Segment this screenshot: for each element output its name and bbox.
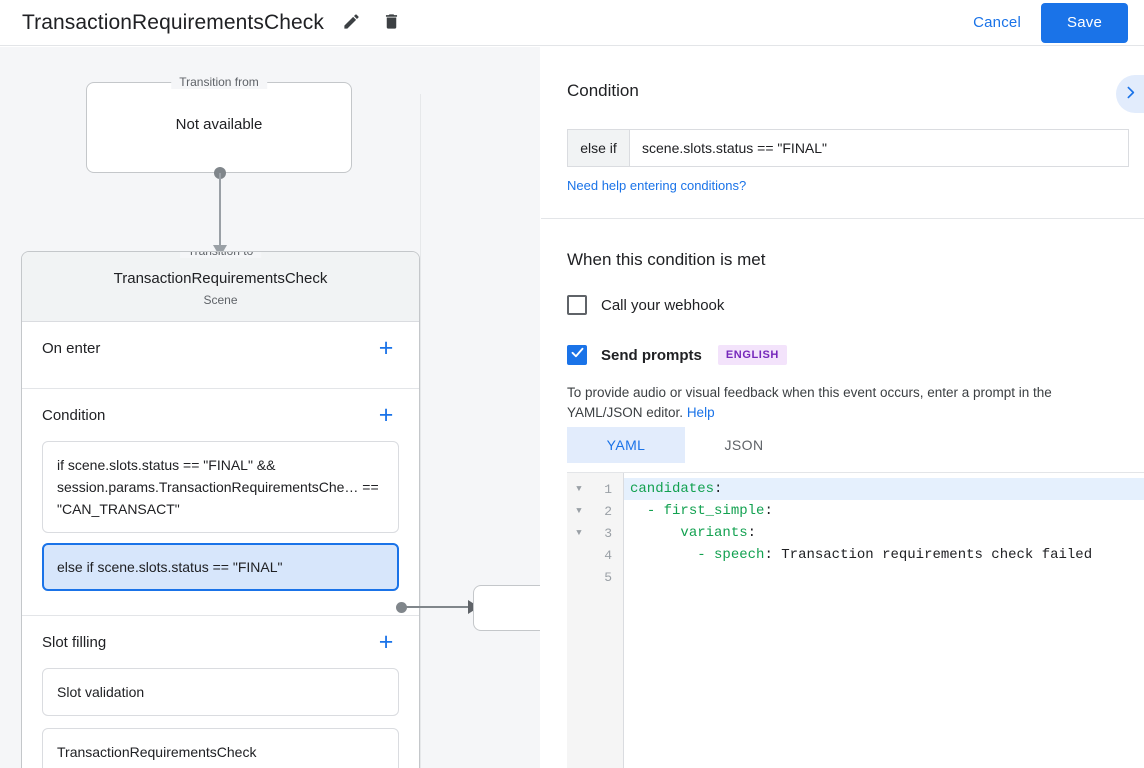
transition-from-node[interactable]: Transition from Not available [86, 75, 352, 173]
panel-divider [541, 218, 1144, 219]
graph-gridline [420, 94, 421, 768]
send-prompts-row[interactable]: Send prompts ENGLISH [567, 345, 787, 365]
save-button[interactable]: Save [1041, 2, 1128, 43]
condition-input-row[interactable]: else if [567, 129, 1129, 167]
graph-panel[interactable]: Transition from Not available Transition… [0, 47, 540, 768]
collapse-panel-button[interactable] [1116, 75, 1144, 113]
gutter-row[interactable]: ▼ 2 [567, 500, 623, 522]
yaml-punct: : [714, 481, 723, 497]
line-number: 3 [604, 525, 612, 541]
yaml-value: Transaction requirements check failed [772, 547, 1093, 563]
cancel-button[interactable]: Cancel [961, 6, 1033, 39]
details-panel: Condition else if Need help entering con… [541, 47, 1144, 768]
code-line[interactable]: - first_simple: [624, 500, 1144, 522]
section-title-condition: Condition [42, 406, 106, 424]
gutter-row: ▼ 5 [567, 566, 623, 588]
scene-header: TransactionRequirementsCheck Scene [22, 252, 419, 322]
fold-arrow-icon[interactable]: ▼ [576, 506, 582, 516]
code-line[interactable]: variants: [624, 522, 1144, 544]
chevron-right-icon [1122, 84, 1139, 104]
yaml-indent [630, 525, 680, 541]
yaml-key: speech [714, 547, 765, 563]
line-number: 4 [604, 547, 612, 563]
yaml-punct: : [747, 525, 757, 541]
gutter-row: ▼ 4 [567, 544, 623, 566]
section-on-enter: On enter + [22, 322, 419, 389]
yaml-indent [630, 547, 697, 563]
send-prompts-label: Send prompts [601, 346, 702, 364]
code-line[interactable]: - speech: Transaction requirements check… [624, 544, 1144, 566]
yaml-punct: : [764, 547, 773, 563]
page-title: TransactionRequirementsCheck [22, 10, 324, 34]
condition-help-link[interactable]: Need help entering conditions? [567, 178, 747, 193]
yaml-punct: : [764, 503, 773, 519]
gutter-row[interactable]: ▼ 1 [567, 478, 623, 500]
send-prompts-description: To provide audio or visual feedback when… [567, 383, 1125, 423]
add-on-enter-button[interactable]: + [373, 335, 399, 361]
condition-expression-input[interactable] [630, 130, 1128, 166]
line-number: 2 [604, 503, 612, 519]
editor-code-area[interactable]: candidates: - first_simple: variants: - … [624, 473, 1144, 768]
line-number: 5 [604, 569, 612, 585]
fold-arrow-icon[interactable]: ▼ [576, 484, 582, 494]
send-prompts-help-link[interactable]: Help [686, 405, 715, 420]
code-editor[interactable]: ▼ 1 ▼ 2 ▼ 3 ▼ 4 ▼ 5 candidates: - first_ [567, 472, 1144, 768]
tab-yaml[interactable]: YAML [567, 427, 685, 463]
code-line[interactable]: candidates: [624, 478, 1144, 500]
yaml-indent [630, 503, 647, 519]
yaml-dash: - [697, 547, 715, 563]
add-condition-button[interactable]: + [373, 402, 399, 428]
transition-from-legend: Transition from [171, 75, 267, 89]
yaml-dash: - [646, 503, 664, 519]
next-node-card[interactable] [473, 585, 540, 631]
scene-name: TransactionRequirementsCheck [113, 270, 328, 287]
transition-to-legend: Transition to [179, 252, 262, 258]
call-webhook-checkbox[interactable] [567, 295, 587, 315]
condition-heading: Condition [567, 81, 639, 100]
line-number: 1 [604, 481, 612, 497]
section-slot-filling: Slot filling + Slot validation Transacti… [22, 616, 419, 768]
section-header: Condition + [42, 389, 399, 441]
tab-json[interactable]: JSON [685, 427, 803, 463]
slot-card[interactable]: Slot validation [42, 668, 399, 716]
code-line[interactable] [624, 566, 1144, 588]
edge-line [405, 606, 469, 608]
pencil-icon [342, 12, 361, 34]
edge-source-dot [396, 602, 407, 613]
editor-tabs: YAML JSON [567, 427, 803, 463]
section-header: Slot filling + [42, 616, 399, 668]
gutter-row[interactable]: ▼ 3 [567, 522, 623, 544]
call-webhook-label: Call your webhook [601, 296, 725, 314]
checkmark-icon [570, 345, 585, 365]
slot-card[interactable]: TransactionRequirementsCheck [42, 728, 399, 768]
app-header: TransactionRequirementsCheck Cancel Save [0, 0, 1144, 46]
transition-to-node[interactable]: Transition to TransactionRequirementsChe… [21, 251, 420, 768]
yaml-key: candidates [630, 481, 715, 497]
add-slot-filling-button[interactable]: + [373, 629, 399, 655]
section-header: On enter + [42, 322, 399, 374]
transition-from-value: Not available [175, 116, 263, 133]
edit-title-button[interactable] [338, 10, 364, 36]
send-prompts-checkbox[interactable] [567, 345, 587, 365]
condition-card[interactable]: if scene.slots.status == "FINAL" && sess… [42, 441, 399, 533]
language-badge: ENGLISH [717, 345, 787, 365]
section-condition: Condition + if scene.slots.status == "FI… [22, 389, 419, 616]
section-title-slot-filling: Slot filling [42, 633, 107, 651]
fold-arrow-icon[interactable]: ▼ [576, 528, 582, 538]
scene-type: Scene [203, 293, 238, 307]
send-prompts-description-text: To provide audio or visual feedback when… [567, 385, 1052, 420]
condition-card-selected[interactable]: else if scene.slots.status == "FINAL" [42, 543, 399, 591]
trash-icon [382, 12, 401, 34]
delete-button[interactable] [378, 10, 404, 36]
graph-connector-line [219, 173, 221, 251]
when-condition-met-heading: When this condition is met [567, 250, 766, 269]
editor-gutter: ▼ 1 ▼ 2 ▼ 3 ▼ 4 ▼ 5 [567, 473, 624, 768]
condition-prefix-label: else if [568, 130, 630, 166]
section-title-on-enter: On enter [42, 339, 101, 357]
yaml-key: variants [680, 525, 748, 541]
call-webhook-row[interactable]: Call your webhook [567, 295, 724, 315]
yaml-key: first_simple [663, 503, 765, 519]
